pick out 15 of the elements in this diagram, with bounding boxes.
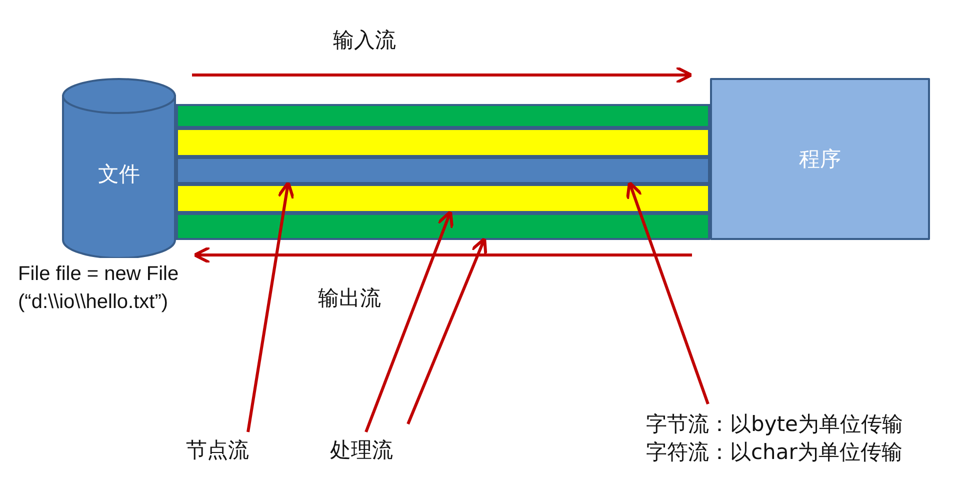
flow-label: 输入流 — [333, 27, 396, 54]
annotation-text: 处理流 — [330, 437, 393, 464]
flow-label: 输出流 — [318, 285, 381, 312]
node-label: 程序 — [799, 146, 841, 173]
node-label: 文件 — [97, 161, 141, 188]
band-bar — [176, 157, 710, 184]
band-bar — [176, 128, 710, 157]
band-bar — [176, 184, 710, 213]
code-text: File file = new File(“d:\\io\\hello.txt”) — [18, 262, 180, 315]
annotation-text: 字节流：以byte为单位传输 — [646, 411, 903, 438]
process-box — [710, 78, 930, 240]
band-bar — [176, 104, 710, 128]
annotation-text: 字符流：以char为单位传输 — [646, 439, 903, 466]
annotation-text: 节点流 — [186, 437, 249, 464]
band-bar — [176, 213, 710, 240]
